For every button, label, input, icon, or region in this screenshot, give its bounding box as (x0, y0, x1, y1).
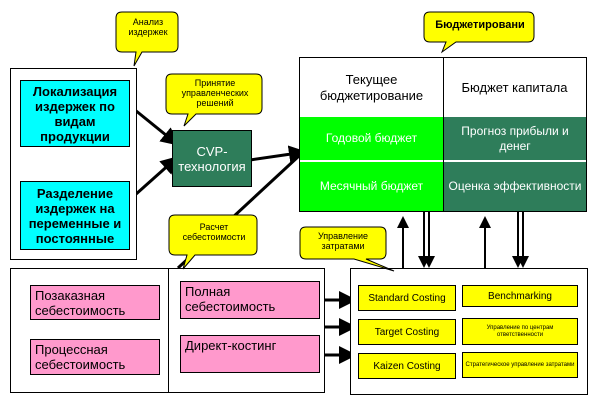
arrow-localization-cvp (134, 108, 179, 146)
benchmarking: Benchmarking (462, 285, 578, 307)
annual-budget: Годовой бюджет (300, 117, 443, 160)
monthly-budget: Месячный бюджет (300, 162, 443, 211)
costing-divider (168, 268, 169, 393)
callout-analysis-shape (115, 11, 179, 67)
capital-budget-header: Бюджет капитала (461, 79, 568, 95)
direct-costing: Директ-костинг (180, 335, 320, 373)
responsibility-centers: Управление по центрам ответственности (462, 318, 578, 345)
full-costing: Полная себестоимость (180, 281, 320, 319)
callout-mgmt-shape (299, 226, 395, 272)
forecast-box: Прогноз прибыли и денег (444, 117, 586, 160)
standard-costing: Standard Costing (358, 285, 456, 311)
callout-decisions-text: Принятие управленческих решений (181, 78, 249, 108)
kaizen-costing: Kaizen Costing (358, 353, 456, 379)
job-order-costing: Позаказная себестоимость (30, 285, 160, 320)
localization-box: Локализация издержек по видам продукции (20, 80, 130, 147)
callout-analysis-text: Анализ издержек (128, 17, 168, 37)
arrow-separation-cvp (134, 156, 179, 197)
efficiency-box: Оценка эффективности (444, 162, 586, 211)
process-costing: Процессная себестоимость (30, 339, 160, 375)
target-costing: Target Costing (358, 319, 456, 345)
callout-budgeting-shape (423, 11, 535, 54)
callout-mgmt-text: Управление затратами (317, 231, 369, 251)
callout-costing-text: Расчет себестоимости (182, 222, 246, 242)
separation-box: Разделение издержек на переменные и пост… (20, 181, 130, 250)
strategic-management: Стратегическое управление затратами (462, 352, 578, 378)
cvp-box: CVP-технология (172, 130, 252, 187)
current-budget-header: Текущее бюджетирование (319, 71, 424, 103)
arrow-cvp-budget (249, 145, 307, 164)
budget-divider (443, 58, 444, 211)
callout-budgeting-text: Бюджетировани (435, 19, 525, 31)
callout-costing-shape (168, 214, 258, 270)
callout-decisions-shape (165, 73, 263, 127)
